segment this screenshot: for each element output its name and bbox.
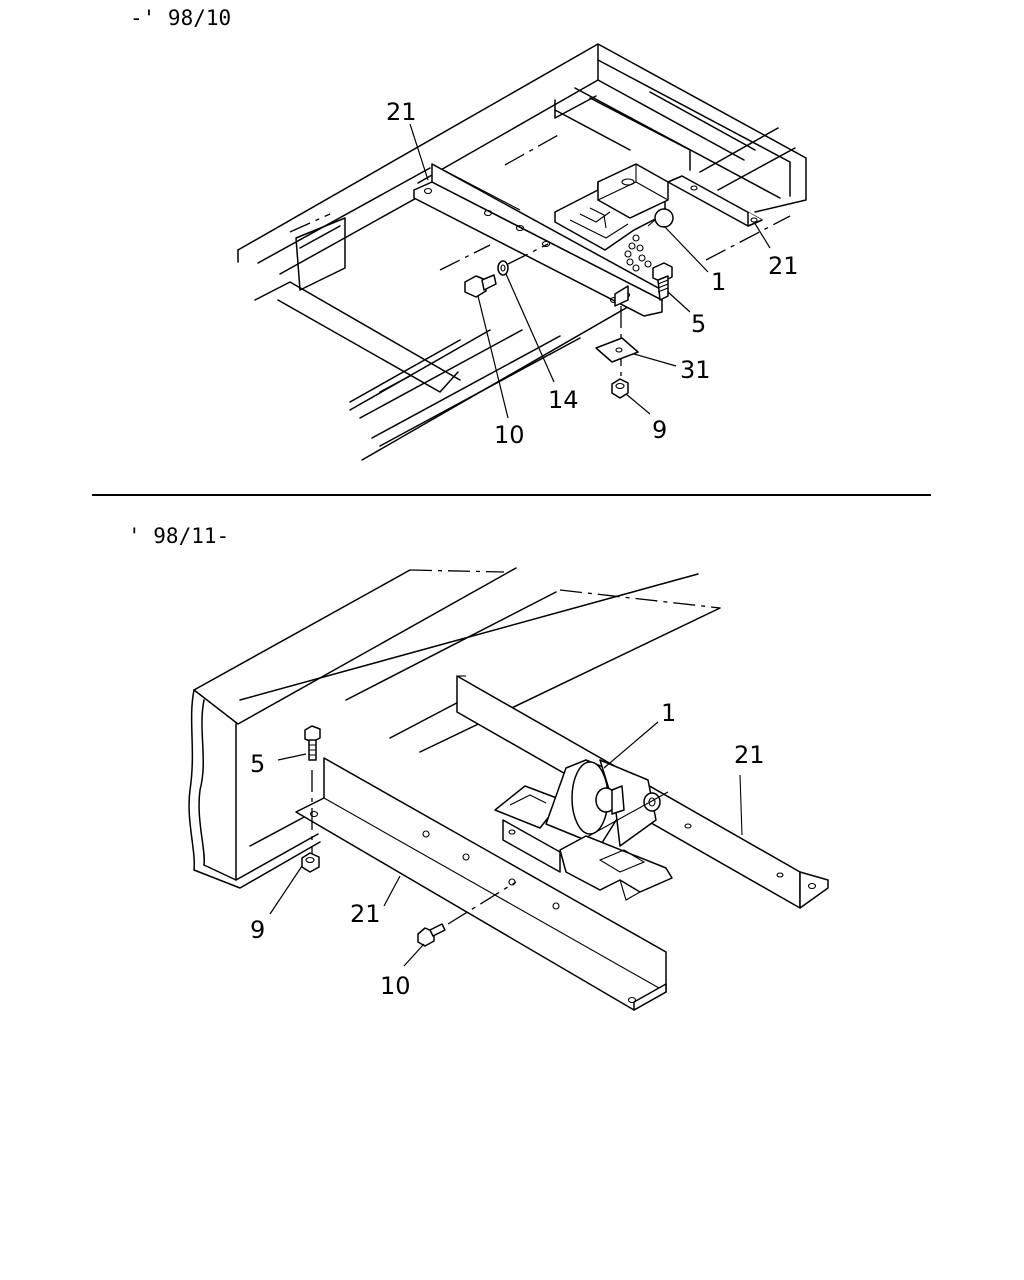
upper-callout-1: 1 <box>711 268 726 296</box>
upper-washer-14 <box>497 260 509 276</box>
upper-winch-unit <box>554 163 674 272</box>
lower-callout-1: 1 <box>661 699 676 727</box>
lower-callout-10: 10 <box>380 972 411 1000</box>
upper-frame <box>237 43 807 461</box>
upper-callout-9: 9 <box>652 416 667 444</box>
lower-callout-21-right: 21 <box>734 741 765 769</box>
upper-plate-31 <box>595 306 639 380</box>
upper-bolt-5 <box>652 262 673 301</box>
upper-period-label: -' 98/10 <box>130 6 231 30</box>
upper-crossmember <box>413 163 663 317</box>
lower-period-label: ' 98/11- <box>128 524 229 548</box>
lower-bolt-10 <box>417 881 517 947</box>
upper-callout-21-right: 21 <box>768 252 799 280</box>
upper-callout-10: 10 <box>494 421 525 449</box>
upper-diagram: -' 98/10 <box>130 6 807 461</box>
lower-callout-5: 5 <box>250 750 265 778</box>
upper-right-bracket <box>667 175 763 227</box>
upper-bolt-10 <box>464 243 549 298</box>
upper-callout-14: 14 <box>548 386 579 414</box>
upper-leader-lines <box>409 123 771 419</box>
lower-callout-9: 9 <box>250 916 265 944</box>
lower-nut-9 <box>301 852 320 873</box>
upper-callout-5: 5 <box>691 310 706 338</box>
lower-leader-lines <box>269 721 659 967</box>
upper-callout-31: 31 <box>680 356 711 384</box>
lower-callout-21-left: 21 <box>350 900 381 928</box>
lower-diagram: ' 98/11- <box>128 524 829 1011</box>
lower-bolt-5 <box>304 725 321 855</box>
upper-callout-21-left: 21 <box>386 98 417 126</box>
lower-frame-rail <box>188 567 721 889</box>
lower-winch-unit <box>494 759 673 901</box>
upper-nut-9 <box>611 378 629 399</box>
